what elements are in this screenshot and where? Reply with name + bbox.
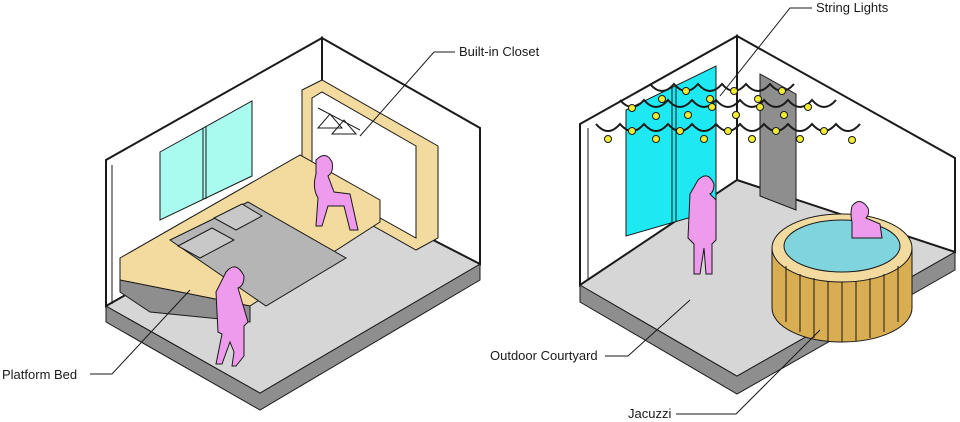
bedroom-illustration	[104, 36, 482, 411]
leader-lines	[90, 7, 821, 415]
label-string-lights: String Lights	[816, 0, 889, 15]
courtyard-side-door	[759, 73, 797, 211]
person-standing-courtyard	[687, 175, 717, 275]
label-jacuzzi: Jacuzzi	[628, 406, 671, 421]
jacuzzi-illustration	[771, 201, 913, 343]
person-in-jacuzzi	[850, 201, 883, 239]
label-platform-bed: Platform Bed	[2, 367, 77, 382]
closet-illustration	[301, 79, 439, 251]
person-sitting	[313, 155, 359, 231]
person-standing-bedroom	[215, 266, 249, 367]
label-built-in-closet: Built-in Closet	[459, 44, 540, 59]
bedroom-window	[159, 100, 253, 221]
label-outdoor-courtyard: Outdoor Courtyard	[490, 348, 598, 363]
courtyard-illustration	[579, 34, 957, 395]
string-light-bulbs	[604, 87, 856, 144]
